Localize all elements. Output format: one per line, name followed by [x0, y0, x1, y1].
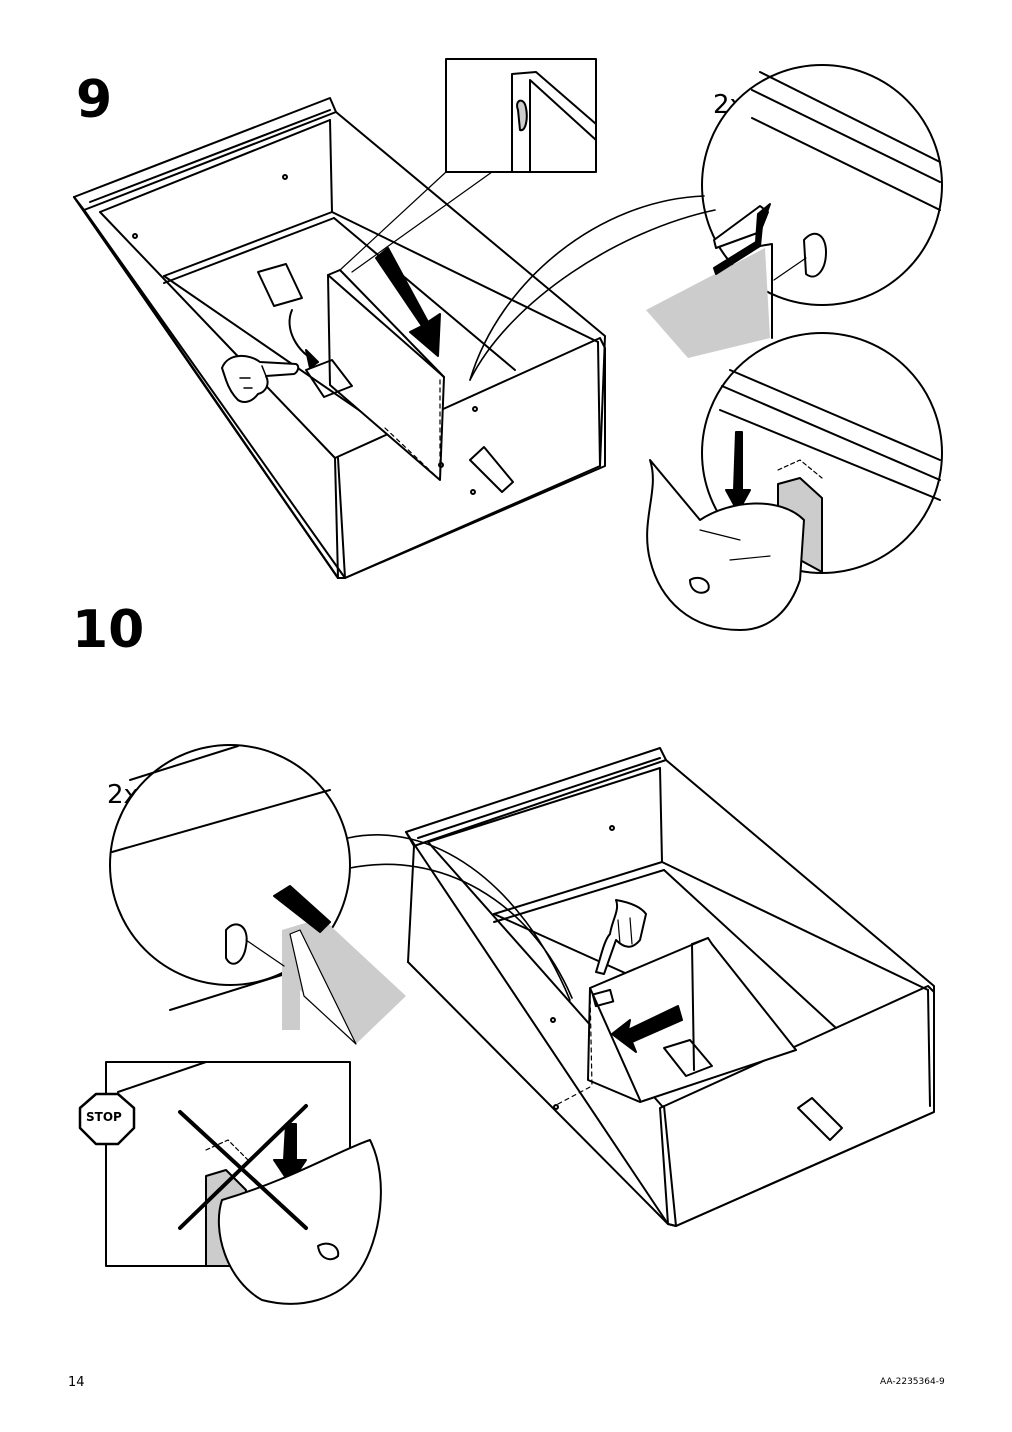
step-9-zoom-box	[339, 58, 597, 273]
step-10-number: 10	[72, 600, 145, 660]
step-10-callout	[109, 744, 573, 1045]
step-10-drawer	[405, 747, 935, 1227]
step-9-drawer	[73, 97, 606, 579]
page-number: 14	[68, 1375, 85, 1390]
step-9-callout-lower	[646, 332, 943, 631]
stop-warning-box	[78, 1061, 382, 1305]
document-code: AA-2235364-9	[880, 1377, 945, 1387]
stop-sign-label: STOP	[86, 1110, 122, 1124]
step-9-callout-upper	[469, 64, 943, 381]
step-9-number: 9	[76, 70, 113, 130]
